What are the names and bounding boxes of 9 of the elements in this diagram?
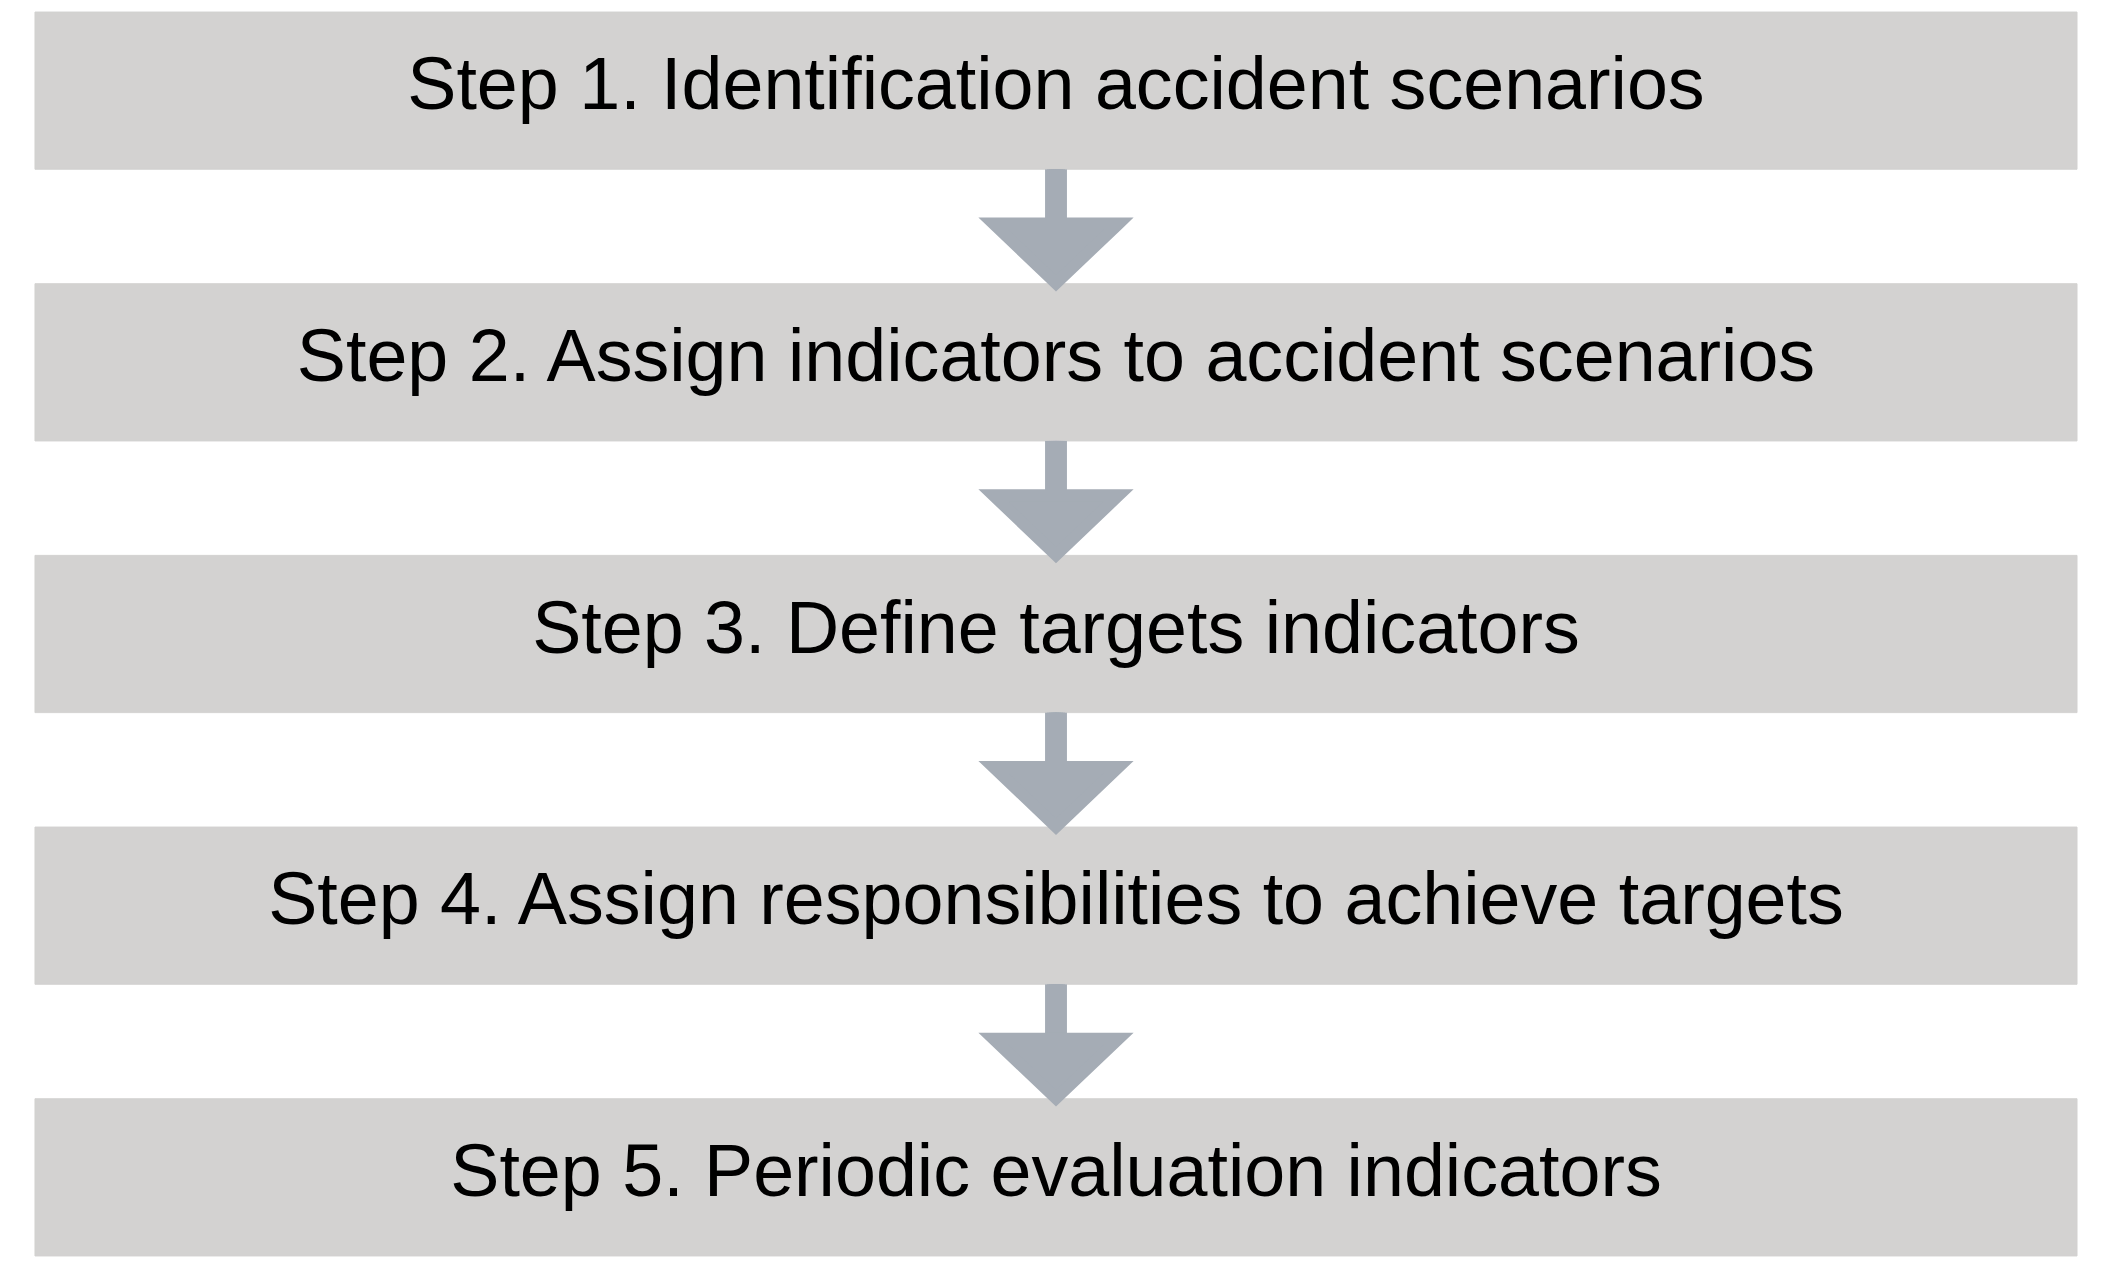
node-box: Step 4. Assign responsibilities to achieve targets [34,826,2077,985]
node-box: Step 3. Define targets indicators [34,554,2077,714]
node-box: Step 5. Periodic evaluation indicators [34,1098,2077,1257]
node-box: Step 2. Assign indicators to accident scenarios [34,283,2077,442]
node-box: Step 1. Identification accident scenarios [34,11,2077,170]
arrow [977,169,1134,292]
arrow [977,984,1134,1107]
arrow [977,712,1134,835]
arrow [977,440,1134,564]
